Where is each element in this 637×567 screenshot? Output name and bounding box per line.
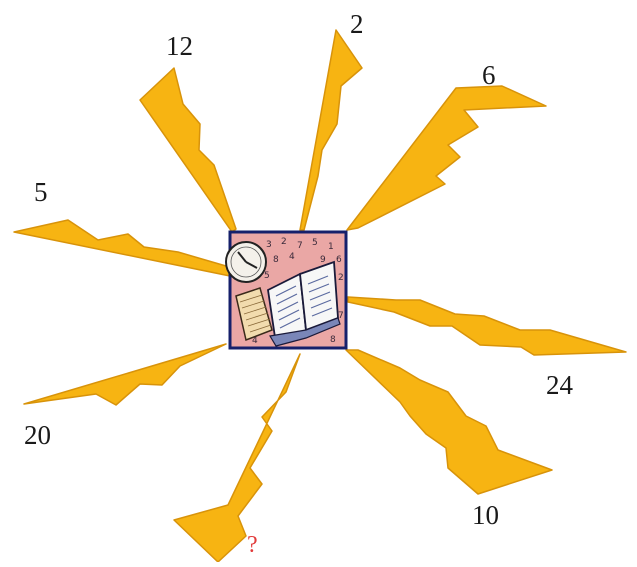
number-bottom-missing: ? — [247, 533, 258, 557]
lightning-bolt-bottom-right — [346, 350, 552, 494]
lightning-bolt-top-right — [347, 86, 546, 230]
lightning-bolt-top — [300, 30, 362, 230]
svg-text:5: 5 — [312, 238, 318, 248]
svg-text:1: 1 — [328, 242, 334, 252]
svg-text:6: 6 — [336, 255, 342, 265]
svg-text:3: 3 — [266, 240, 272, 250]
number-bottom-right: 10 — [472, 502, 499, 529]
lightning-bolt-left — [14, 220, 230, 276]
svg-text:5: 5 — [264, 271, 270, 281]
svg-text:8: 8 — [273, 255, 279, 265]
svg-text:7: 7 — [297, 241, 303, 251]
svg-text:9: 9 — [320, 255, 326, 265]
clock-icon — [226, 242, 266, 282]
center-picture: 3 2 7 5 1 8 4 9 6 5 2 3 7 4 8 1 — [226, 232, 346, 348]
svg-text:2: 2 — [338, 273, 344, 283]
number-left: 5 — [34, 179, 48, 206]
svg-text:2: 2 — [281, 237, 287, 247]
number-bottom-left: 20 — [24, 422, 51, 449]
lightning-bolt-top-left — [140, 68, 236, 232]
number-top: 2 — [350, 11, 364, 38]
number-top-left: 12 — [166, 33, 193, 60]
lightning-bolt-bottom — [174, 354, 300, 562]
lightning-bolt-bottom-left — [24, 344, 226, 405]
lightning-bolt-right — [348, 297, 626, 355]
number-right: 24 — [546, 372, 573, 399]
svg-text:4: 4 — [289, 252, 295, 262]
number-top-right: 6 — [482, 62, 496, 89]
svg-text:8: 8 — [330, 335, 336, 345]
